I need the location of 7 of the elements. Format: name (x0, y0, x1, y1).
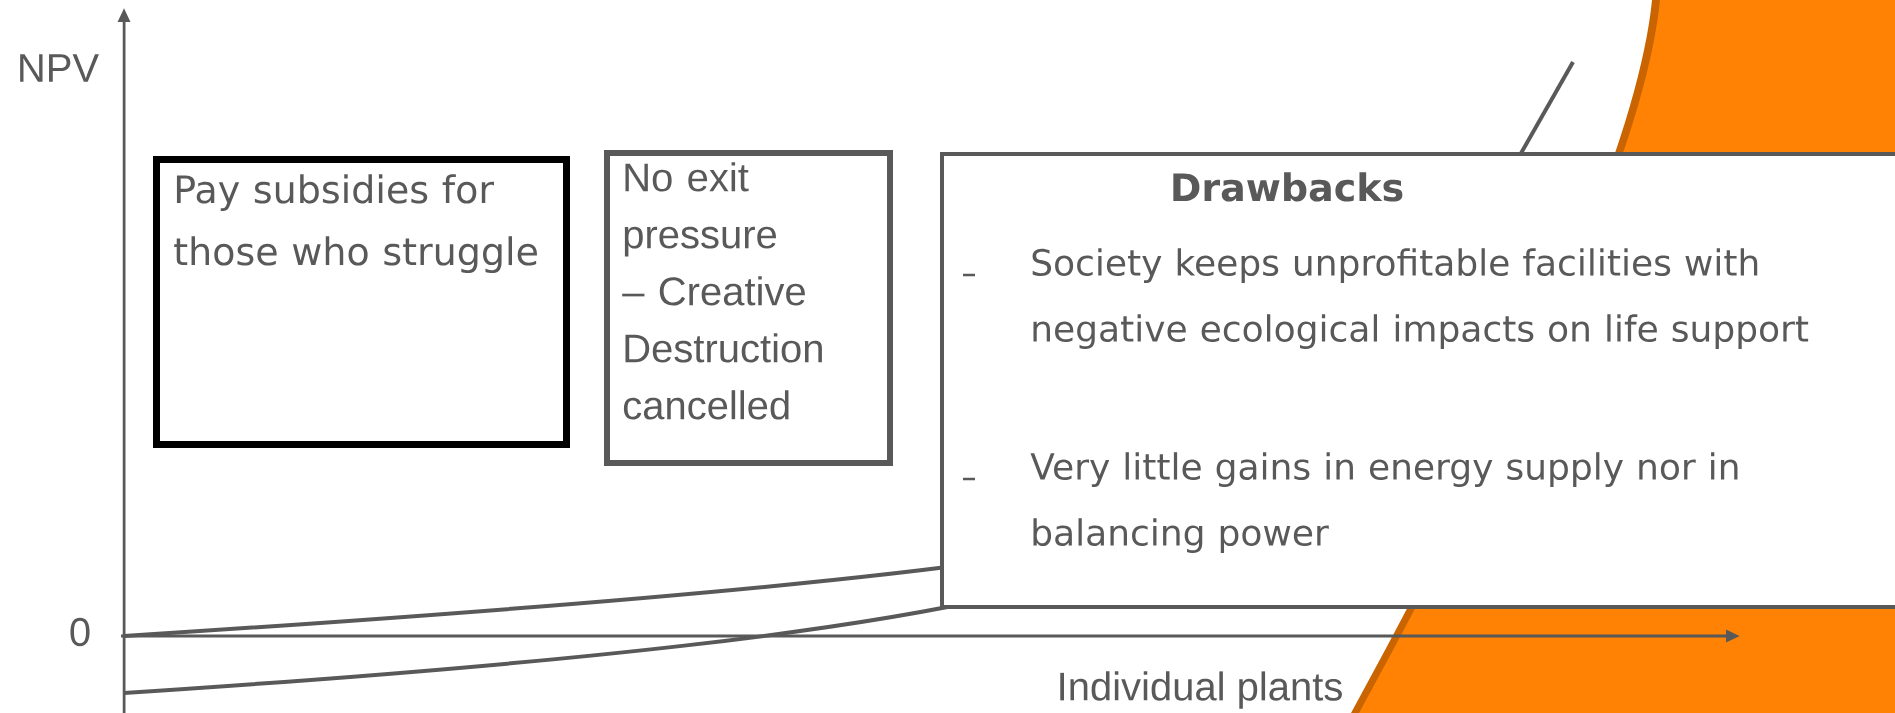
bullet-text: Very little gains in energy supply nor in balancing power (1030, 452, 1738, 554)
axis-label: Individual plants (1060, 671, 1342, 709)
text-box: No exit pressure – Creative Destruction cancelled (604, 150, 893, 466)
text-box: Pay subsidies for those who struggle (153, 156, 570, 448)
bullet-text: Society keeps unprofitable facilities with negative ecological impacts on life support (1032, 248, 1809, 350)
axis-label: NPV (20, 54, 99, 82)
tick-label: 0 (70, 617, 90, 647)
